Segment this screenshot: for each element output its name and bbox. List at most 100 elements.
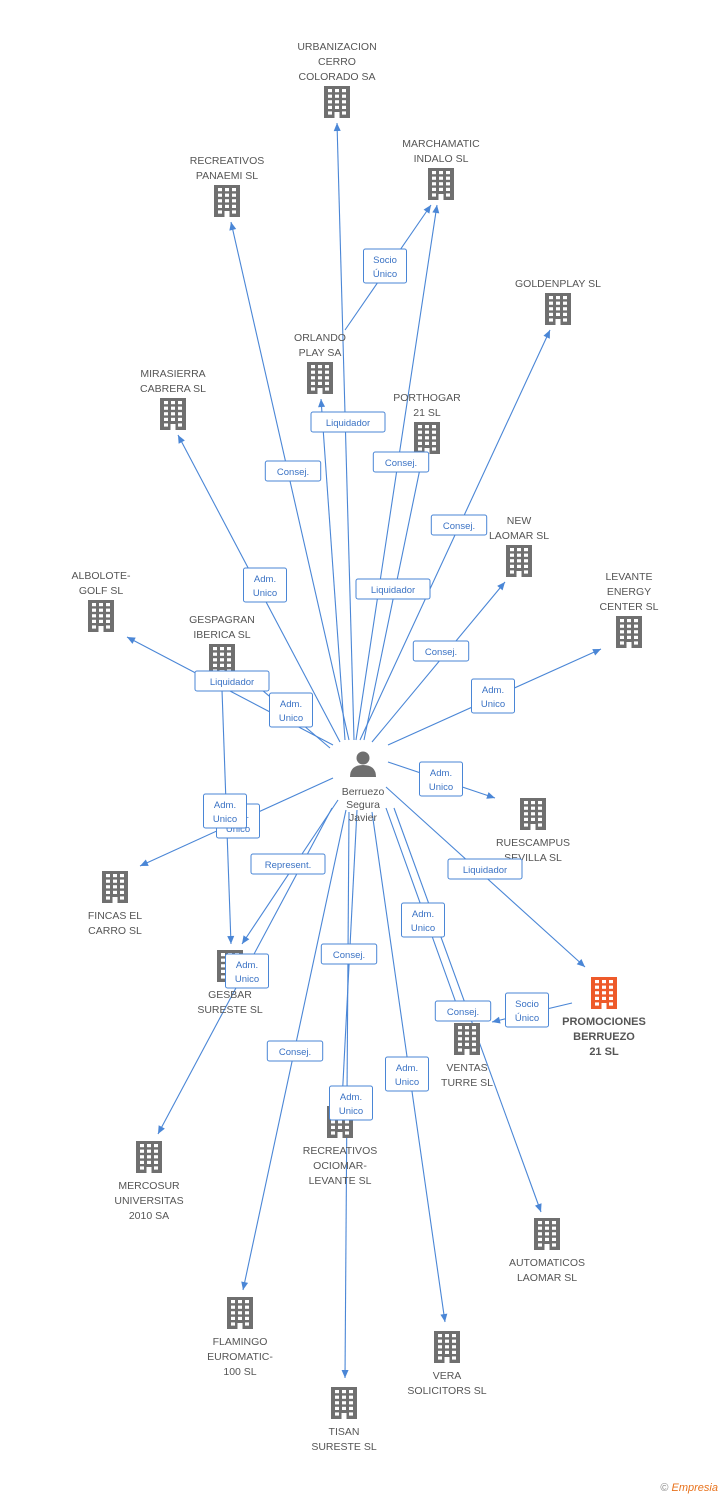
edge-label-javier-to-gespagran[interactable]: Adm.Unico: [269, 692, 313, 728]
edge-label-javier-to-orlando[interactable]: Liquidador: [310, 411, 386, 433]
building-window: [524, 817, 528, 821]
edge-label-text: Adm.: [254, 574, 276, 585]
building-window: [342, 89, 346, 93]
building-window: [213, 663, 217, 667]
company-label: BERRUEZO: [573, 1031, 635, 1043]
edge-label-javier-to-new_laomar[interactable]: Consej.: [412, 640, 470, 662]
building-window: [154, 1166, 158, 1170]
building-window: [171, 412, 175, 416]
edge-label-javier-to-levante_energy[interactable]: Adm.Unico: [471, 678, 515, 714]
building-door: [555, 319, 561, 325]
building-window: [458, 1042, 462, 1046]
building-icon: [136, 1141, 162, 1173]
company-node-albolote[interactable]: ALBOLOTE-GOLF SL: [72, 570, 131, 632]
edge-label-javier-to-automaticos[interactable]: Consej.: [434, 1000, 492, 1022]
building-window: [418, 436, 422, 440]
company-label: PROMOCIONES: [562, 1016, 646, 1028]
edge-label-box: [203, 793, 247, 829]
building-window: [627, 630, 631, 634]
edge-label-text: Liquidador: [371, 585, 415, 596]
edge-label-javier-to-marchamatic[interactable]: Consej.: [372, 451, 430, 473]
edge-label-javier-to-ruescampus[interactable]: Adm.Unico: [419, 761, 463, 797]
building-window: [538, 806, 542, 810]
building-window: [609, 980, 613, 984]
building-window: [225, 204, 229, 208]
building-window: [465, 1026, 469, 1030]
edge-label-gespagran-to-gesbar[interactable]: Adm.Unico: [203, 793, 247, 829]
edge-label-box: [372, 451, 430, 473]
company-label: SURESTE SL: [311, 1441, 377, 1453]
edge-label-javier-to-albolote[interactable]: Liquidador: [194, 670, 270, 692]
company-label: CABRERA SL: [140, 383, 206, 395]
building-window: [445, 1339, 449, 1343]
building-window: [164, 412, 168, 416]
edges-layer: [126, 122, 602, 1379]
building-window: [439, 171, 443, 175]
company-label: SOLICITORS SL: [407, 1385, 486, 1397]
edge-label-javier-to-porthogar[interactable]: Liquidador: [355, 578, 431, 600]
building-window: [335, 94, 339, 98]
edge-label-text: Unico: [481, 699, 505, 710]
edge-label-javier-to-gesbar[interactable]: Represent.: [250, 853, 326, 875]
building-window: [563, 307, 567, 311]
edge-label-javier-to-ventas[interactable]: Adm.Unico: [401, 902, 445, 938]
building-window: [620, 619, 624, 623]
building-window: [178, 406, 182, 410]
company-label: MARCHAMATIC: [402, 138, 480, 150]
building-icon: [102, 871, 128, 903]
edge-label-javier-to-recreativos_ociomar[interactable]: Consej.: [320, 943, 378, 965]
company-label: CERRO: [318, 56, 356, 68]
building-window: [92, 614, 96, 618]
edge-label-javier-to-recreativos_panaemi[interactable]: Consej.: [264, 460, 322, 482]
brand-logo-text[interactable]: Empresia: [671, 1482, 718, 1494]
edge-label-javier-to-goldenplay[interactable]: Consej.: [430, 514, 488, 536]
building-window: [602, 980, 606, 984]
building-window: [432, 447, 436, 451]
building-window: [318, 381, 322, 385]
edge-label-javier-to-mirasierra[interactable]: Adm. Unico: [243, 567, 287, 603]
edge-label-text: Unico: [253, 588, 277, 599]
company-node-goldenplay[interactable]: GOLDENPLAY SL: [515, 278, 601, 325]
building-window: [517, 559, 521, 563]
building-window: [627, 624, 631, 628]
edge-label-box: [250, 853, 326, 875]
company-label: LAOMAR SL: [517, 1272, 577, 1284]
edge-label-javier-to-vera[interactable]: Adm.Unico: [385, 1056, 429, 1092]
building-window: [221, 969, 225, 973]
building-window: [178, 423, 182, 427]
building-window: [238, 1300, 242, 1304]
edge-label-javier-to-promociones[interactable]: Liquidador: [447, 858, 523, 880]
edge-label-box: [447, 858, 523, 880]
edge-label-javier-to-tisan[interactable]: Adm.Unico: [329, 1085, 373, 1121]
building-window: [418, 441, 422, 445]
company-label: PORTHOGAR: [393, 392, 461, 404]
edge-label-javier-to-mercosur[interactable]: Adm.Unico: [225, 953, 269, 989]
building-window: [609, 1002, 613, 1006]
building-window: [328, 111, 332, 115]
building-window: [524, 570, 528, 574]
edge-label-javier-to-flamingo[interactable]: Consej.: [266, 1040, 324, 1062]
